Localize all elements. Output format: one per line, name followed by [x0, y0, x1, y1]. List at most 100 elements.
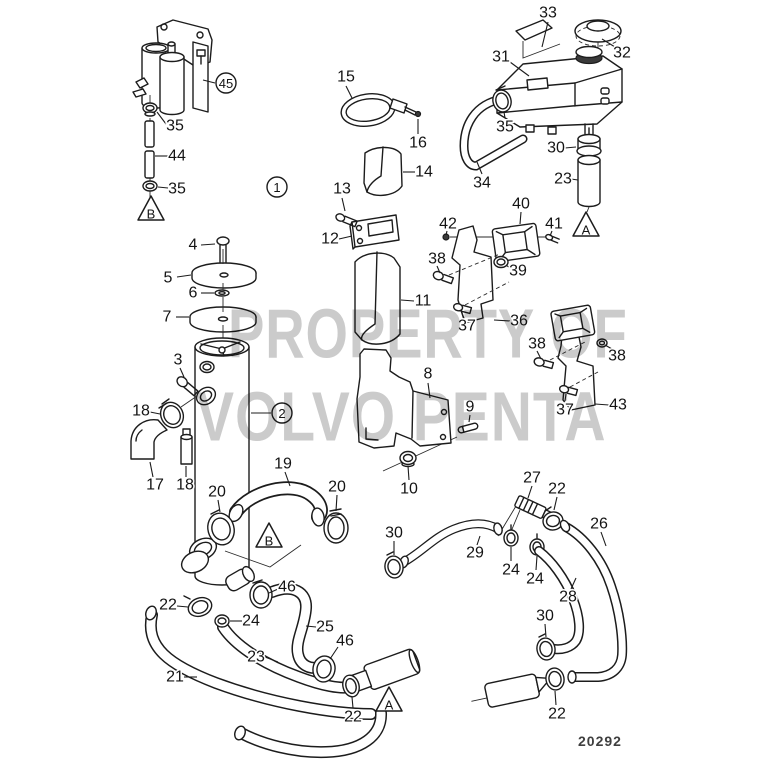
heat-exchanger-housing-drawing	[180, 337, 255, 592]
hose-19-drawing	[228, 481, 328, 527]
bolt-3-drawing	[176, 376, 199, 397]
callout-label-37[interactable]: 37	[457, 316, 478, 336]
callout-label-24[interactable]: 24	[501, 560, 522, 580]
clamp-15-drawing	[340, 93, 422, 127]
callout-label-39[interactable]: 39	[508, 261, 529, 281]
callout-label-14[interactable]: 14	[414, 162, 435, 182]
callout-label-25[interactable]: 25	[315, 617, 336, 637]
triangle-marker-A: A	[375, 686, 403, 713]
leader-line	[564, 146, 577, 149]
clamp-22-left-drawing	[183, 595, 213, 618]
callout-label-10[interactable]: 10	[399, 479, 420, 499]
hose-23-stub-drawing	[577, 154, 601, 213]
callout-label-46[interactable]: 46	[277, 577, 298, 597]
callout-label-12[interactable]: 12	[320, 229, 341, 249]
leader-line	[329, 646, 339, 660]
circled-callout-2[interactable]: 2	[271, 402, 293, 424]
callout-label-30[interactable]: 30	[535, 606, 556, 626]
callout-label-35[interactable]: 35	[167, 179, 188, 199]
callout-label-41[interactable]: 41	[544, 214, 565, 234]
callout-label-18[interactable]: 18	[175, 475, 196, 495]
circled-callout-45[interactable]: 45	[215, 72, 237, 94]
callout-label-33[interactable]: 33	[538, 3, 559, 23]
callout-label-38[interactable]: 38	[427, 249, 448, 269]
callout-label-26[interactable]: 26	[589, 514, 610, 534]
callout-label-15[interactable]: 15	[336, 67, 357, 87]
drawing-number: 20292	[578, 733, 622, 749]
callout-label-21[interactable]: 21	[165, 667, 186, 687]
leader-line	[176, 605, 189, 608]
callout-label-11[interactable]: 11	[413, 291, 433, 311]
callout-label-3[interactable]: 3	[172, 350, 184, 370]
callout-label-37[interactable]: 37	[555, 400, 576, 420]
bracket-36-drawing	[432, 222, 560, 324]
leader-line	[157, 186, 169, 189]
callout-label-24[interactable]: 24	[241, 611, 262, 631]
muffler-left-drawing	[342, 648, 421, 698]
callout-label-23[interactable]: 23	[246, 647, 267, 667]
callout-label-43[interactable]: 43	[608, 395, 629, 415]
callout-label-40[interactable]: 40	[511, 194, 532, 214]
clamp-18-drawing	[158, 395, 198, 429]
callout-label-9[interactable]: 9	[464, 397, 476, 417]
leader-line	[541, 21, 549, 48]
leader-line	[503, 111, 506, 119]
callout-label-22[interactable]: 22	[547, 479, 568, 499]
callout-label-46[interactable]: 46	[335, 631, 356, 651]
callout-label-18[interactable]: 18	[131, 401, 152, 421]
callout-label-19[interactable]: 19	[273, 454, 294, 474]
callout-label-38[interactable]: 38	[607, 346, 628, 366]
clamp-30-left-drawing	[384, 551, 404, 579]
svg-text:B: B	[147, 207, 156, 222]
callout-label-31[interactable]: 31	[491, 47, 512, 67]
callout-label-44[interactable]: 44	[167, 146, 188, 166]
leader-line	[549, 230, 553, 237]
callout-label-38[interactable]: 38	[527, 334, 548, 354]
hose-25-drawing	[266, 582, 326, 674]
pump-assembly-drawing	[132, 19, 213, 197]
callout-label-20[interactable]: 20	[327, 477, 348, 497]
callout-label-36[interactable]: 36	[509, 311, 530, 331]
callout-label-35[interactable]: 35	[165, 116, 186, 136]
callout-label-22[interactable]: 22	[158, 595, 179, 615]
bracket-8-drawing	[356, 348, 479, 472]
callout-label-17[interactable]: 17	[145, 475, 166, 495]
svg-text:1: 1	[273, 180, 280, 195]
circled-callouts: 45 1 2	[215, 72, 293, 424]
bracket-12-drawing	[335, 213, 400, 250]
callout-label-35[interactable]: 35	[495, 117, 516, 137]
leader-line	[509, 61, 530, 77]
clamp-22-nipple-drawing	[542, 506, 564, 531]
callout-label-16[interactable]: 16	[408, 133, 429, 153]
leader-line	[600, 531, 607, 547]
leader-line	[476, 535, 481, 546]
callout-label-5[interactable]: 5	[162, 268, 174, 288]
leader-line	[176, 274, 192, 278]
leader-line	[338, 235, 353, 240]
callout-label-28[interactable]: 28	[558, 587, 579, 607]
leader-line	[476, 161, 483, 175]
leader-line	[351, 696, 354, 709]
circled-callout-1[interactable]: 1	[266, 176, 288, 198]
callout-label-29[interactable]: 29	[465, 543, 486, 563]
callout-label-6[interactable]: 6	[187, 283, 199, 303]
callout-label-30[interactable]: 30	[384, 523, 405, 543]
callout-label-13[interactable]: 13	[332, 179, 353, 199]
callout-label-27[interactable]: 27	[522, 468, 543, 488]
callout-label-42[interactable]: 42	[438, 214, 459, 234]
clamp-46-lower-drawing	[312, 655, 336, 683]
callout-label-4[interactable]: 4	[187, 235, 199, 255]
leader-line	[436, 265, 441, 274]
callout-label-20[interactable]: 20	[207, 482, 228, 502]
callout-label-7[interactable]: 7	[161, 307, 173, 327]
callout-label-22[interactable]: 22	[547, 704, 568, 724]
callout-label-32[interactable]: 32	[612, 43, 633, 63]
callout-label-23[interactable]: 23	[553, 169, 574, 189]
callout-label-22[interactable]: 22	[343, 707, 364, 727]
callout-label-24[interactable]: 24	[525, 569, 546, 589]
callout-label-30[interactable]: 30	[546, 138, 567, 158]
callout-label-34[interactable]: 34	[472, 173, 493, 193]
callout-label-8[interactable]: 8	[422, 364, 434, 384]
